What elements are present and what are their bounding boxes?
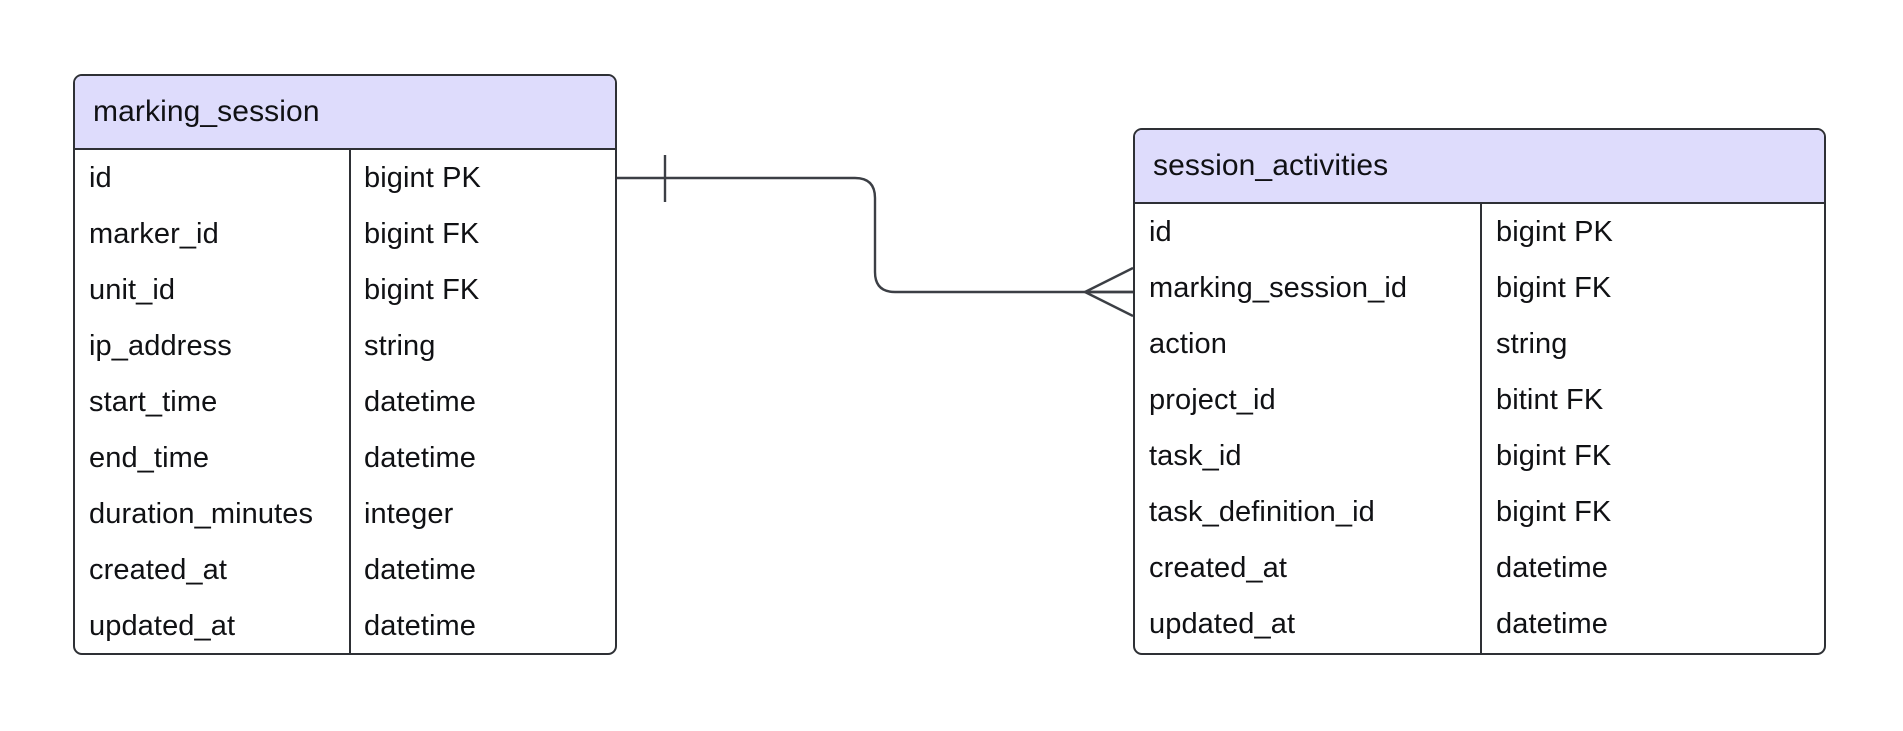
field-name: task_definition_id [1149,495,1375,528]
column-divider [1480,204,1482,653]
field-type: datetime [363,385,477,418]
field-row[interactable]: unit_id bigint FK [75,262,615,318]
field-name: updated_at [1149,607,1296,640]
field-name: marking_session_id [1149,271,1408,304]
field-row[interactable]: updated_at datetime [1135,596,1824,652]
field-type: bigint FK [363,217,480,250]
field-type: datetime [363,441,477,474]
field-type: datetime [1496,551,1609,584]
field-type: bigint FK [1496,495,1612,528]
field-type: datetime [363,553,477,586]
field-row[interactable]: id bigint PK [1135,204,1824,260]
field-type: bigint FK [1496,439,1612,472]
field-name: action [1149,327,1227,360]
entity-session-activities[interactable]: session_activities id bigint PK marking_… [1133,128,1826,655]
column-divider [349,150,351,653]
entity-fields-marking-session: id bigint PK marker_id bigint FK unit_id… [75,150,615,653]
field-row[interactable]: updated_at datetime [75,598,615,653]
field-row[interactable]: marker_id bigint FK [75,206,615,262]
field-name: created_at [1149,551,1288,584]
field-name: project_id [1149,383,1276,416]
field-type: string [363,329,436,362]
field-type: bigint FK [363,273,480,306]
field-row[interactable]: task_id bigint FK [1135,428,1824,484]
field-name: marker_id [89,217,219,250]
field-name: id [1149,215,1172,248]
field-row[interactable]: ip_address string [75,318,615,374]
field-name: id [89,161,112,194]
relationship-line [617,176,1133,294]
field-name: duration_minutes [89,497,314,530]
field-row[interactable]: project_id bitint FK [1135,372,1824,428]
field-row[interactable]: start_time datetime [75,374,615,430]
field-type: bitint FK [1496,383,1604,416]
entity-marking-session[interactable]: marking_session id bigint PK marker_id b… [73,74,617,655]
field-row[interactable]: task_definition_id bigint FK [1135,484,1824,540]
field-name: task_id [1149,439,1242,472]
field-name: start_time [89,385,218,418]
entity-title-session-activities: session_activities [1135,130,1824,204]
field-type: string [1496,327,1568,360]
field-row[interactable]: duration_minutes integer [75,486,615,542]
field-name: unit_id [89,273,176,306]
field-name: updated_at [89,609,236,642]
entity-fields-session-activities: id bigint PK marking_session_id bigint F… [1135,204,1824,653]
field-row[interactable]: id bigint PK [75,150,615,206]
field-name: end_time [89,441,210,474]
entity-title-marking-session: marking_session [75,76,615,150]
field-name: ip_address [89,329,232,362]
field-type: datetime [1496,607,1609,640]
cardinality-many-crows-foot-marker [1084,266,1134,318]
field-row[interactable]: end_time datetime [75,430,615,486]
field-row[interactable]: created_at datetime [75,542,615,598]
field-type: datetime [363,609,477,642]
field-type: bigint FK [1496,271,1612,304]
field-type: bigint PK [1496,215,1613,248]
field-row[interactable]: action string [1135,316,1824,372]
field-row[interactable]: created_at datetime [1135,540,1824,596]
field-type: bigint PK [363,161,481,194]
field-row[interactable]: marking_session_id bigint FK [1135,260,1824,316]
field-name: created_at [89,553,228,586]
field-type: integer [363,497,454,530]
